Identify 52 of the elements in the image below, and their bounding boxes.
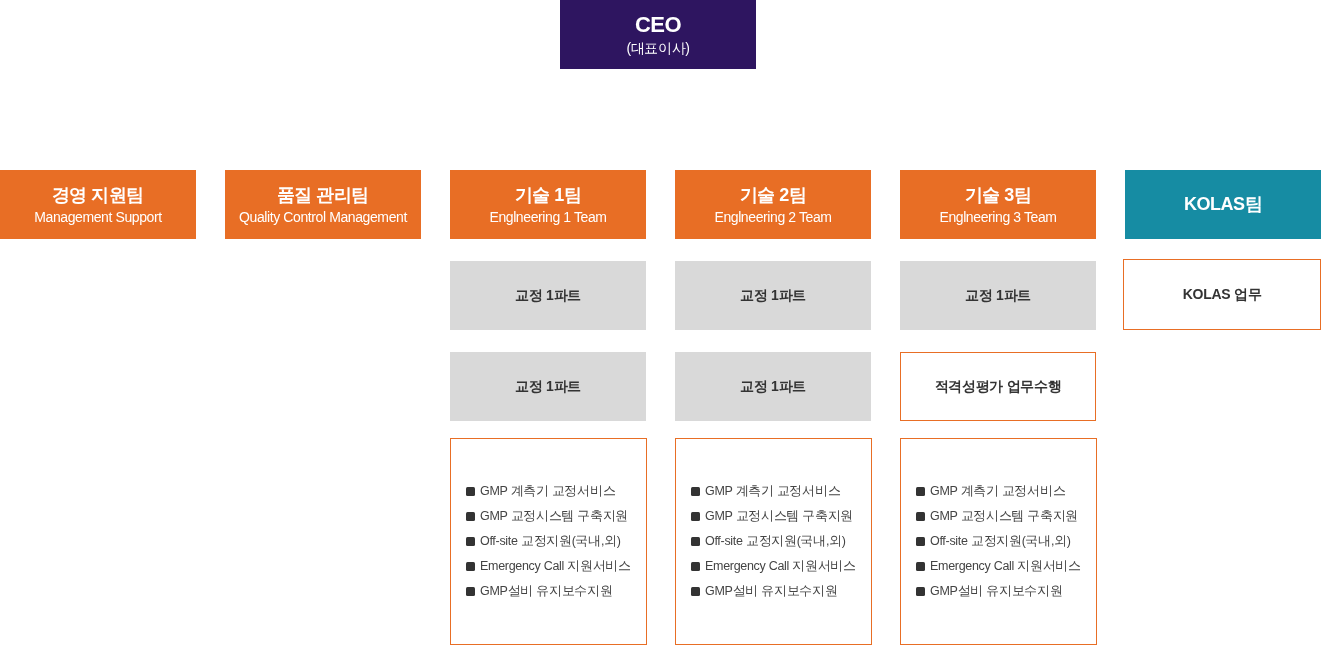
team-title: 기술 1팀 bbox=[514, 183, 582, 207]
task-label: 교정 1파트 bbox=[965, 286, 1031, 305]
task-label: KOLAS 업무 bbox=[1182, 285, 1262, 304]
list-item: Off-site 교정지원(국내,외) bbox=[930, 533, 1071, 550]
team-title: CEO bbox=[634, 12, 682, 38]
team-box bbox=[675, 170, 871, 239]
service-list-box bbox=[675, 438, 872, 645]
team-title: 기술 3팀 bbox=[964, 183, 1032, 207]
task-label: 교정 1파트 bbox=[515, 286, 581, 305]
list-item: Off-site 교정지원(국내,외) bbox=[705, 533, 846, 550]
list-item: GMP설비 유지보수지원 bbox=[480, 583, 613, 600]
task-label: 교정 1파트 bbox=[740, 377, 806, 396]
part-box bbox=[675, 261, 871, 330]
team-title: 경영 지원팀 bbox=[52, 183, 144, 207]
list-item: GMP 계측기 교정서비스 bbox=[480, 483, 616, 500]
team-box bbox=[0, 170, 196, 239]
list-item: GMP 교정시스템 구축지원 bbox=[705, 508, 853, 525]
list-item: GMP 계측기 교정서비스 bbox=[930, 483, 1066, 500]
task-label: 교정 1파트 bbox=[515, 377, 581, 396]
team-box bbox=[450, 170, 646, 239]
list-item: GMP설비 유지보수지원 bbox=[705, 583, 838, 600]
task-label: 교정 1파트 bbox=[740, 286, 806, 305]
team-box bbox=[900, 170, 1096, 239]
part-box bbox=[675, 352, 871, 421]
team-subtitle: Quality Control Management bbox=[239, 207, 407, 226]
ceo-box bbox=[560, 0, 756, 69]
list-item: Off-site 교정지원(국내,외) bbox=[480, 533, 621, 550]
list-item: GMP 교정시스템 구축지원 bbox=[930, 508, 1078, 525]
list-item: GMP 교정시스템 구축지원 bbox=[480, 508, 628, 525]
task-label: 적격성평가 업무수행 bbox=[934, 377, 1062, 396]
list-item: Emergency Call 지원서비스 bbox=[705, 558, 856, 575]
team-subtitle: Englneering 2 Team bbox=[714, 207, 832, 226]
list-item: GMP설비 유지보수지원 bbox=[930, 583, 1063, 600]
service-list-box bbox=[900, 438, 1097, 645]
team-subtitle: Englneering 3 Team bbox=[939, 207, 1057, 226]
list-item: Emergency Call 지원서비스 bbox=[480, 558, 631, 575]
team-box bbox=[225, 170, 421, 239]
team-subtitle: Englneering 1 Team bbox=[489, 207, 607, 226]
part-box bbox=[450, 352, 646, 421]
list-item: Emergency Call 지원서비스 bbox=[930, 558, 1081, 575]
part-box bbox=[900, 261, 1096, 330]
team-subtitle: (대표이사) bbox=[626, 39, 690, 57]
list-item: GMP 계측기 교정서비스 bbox=[705, 483, 841, 500]
task-box bbox=[900, 352, 1096, 421]
team-title: KOLAS팀 bbox=[1184, 193, 1262, 216]
service-list-box bbox=[450, 438, 647, 645]
team-title: 기술 2팀 bbox=[739, 183, 807, 207]
team-subtitle: Management Support bbox=[34, 207, 162, 226]
part-box bbox=[450, 261, 646, 330]
task-box bbox=[1123, 259, 1321, 330]
team-box bbox=[1125, 170, 1321, 239]
team-title: 품질 관리팀 bbox=[277, 183, 369, 207]
